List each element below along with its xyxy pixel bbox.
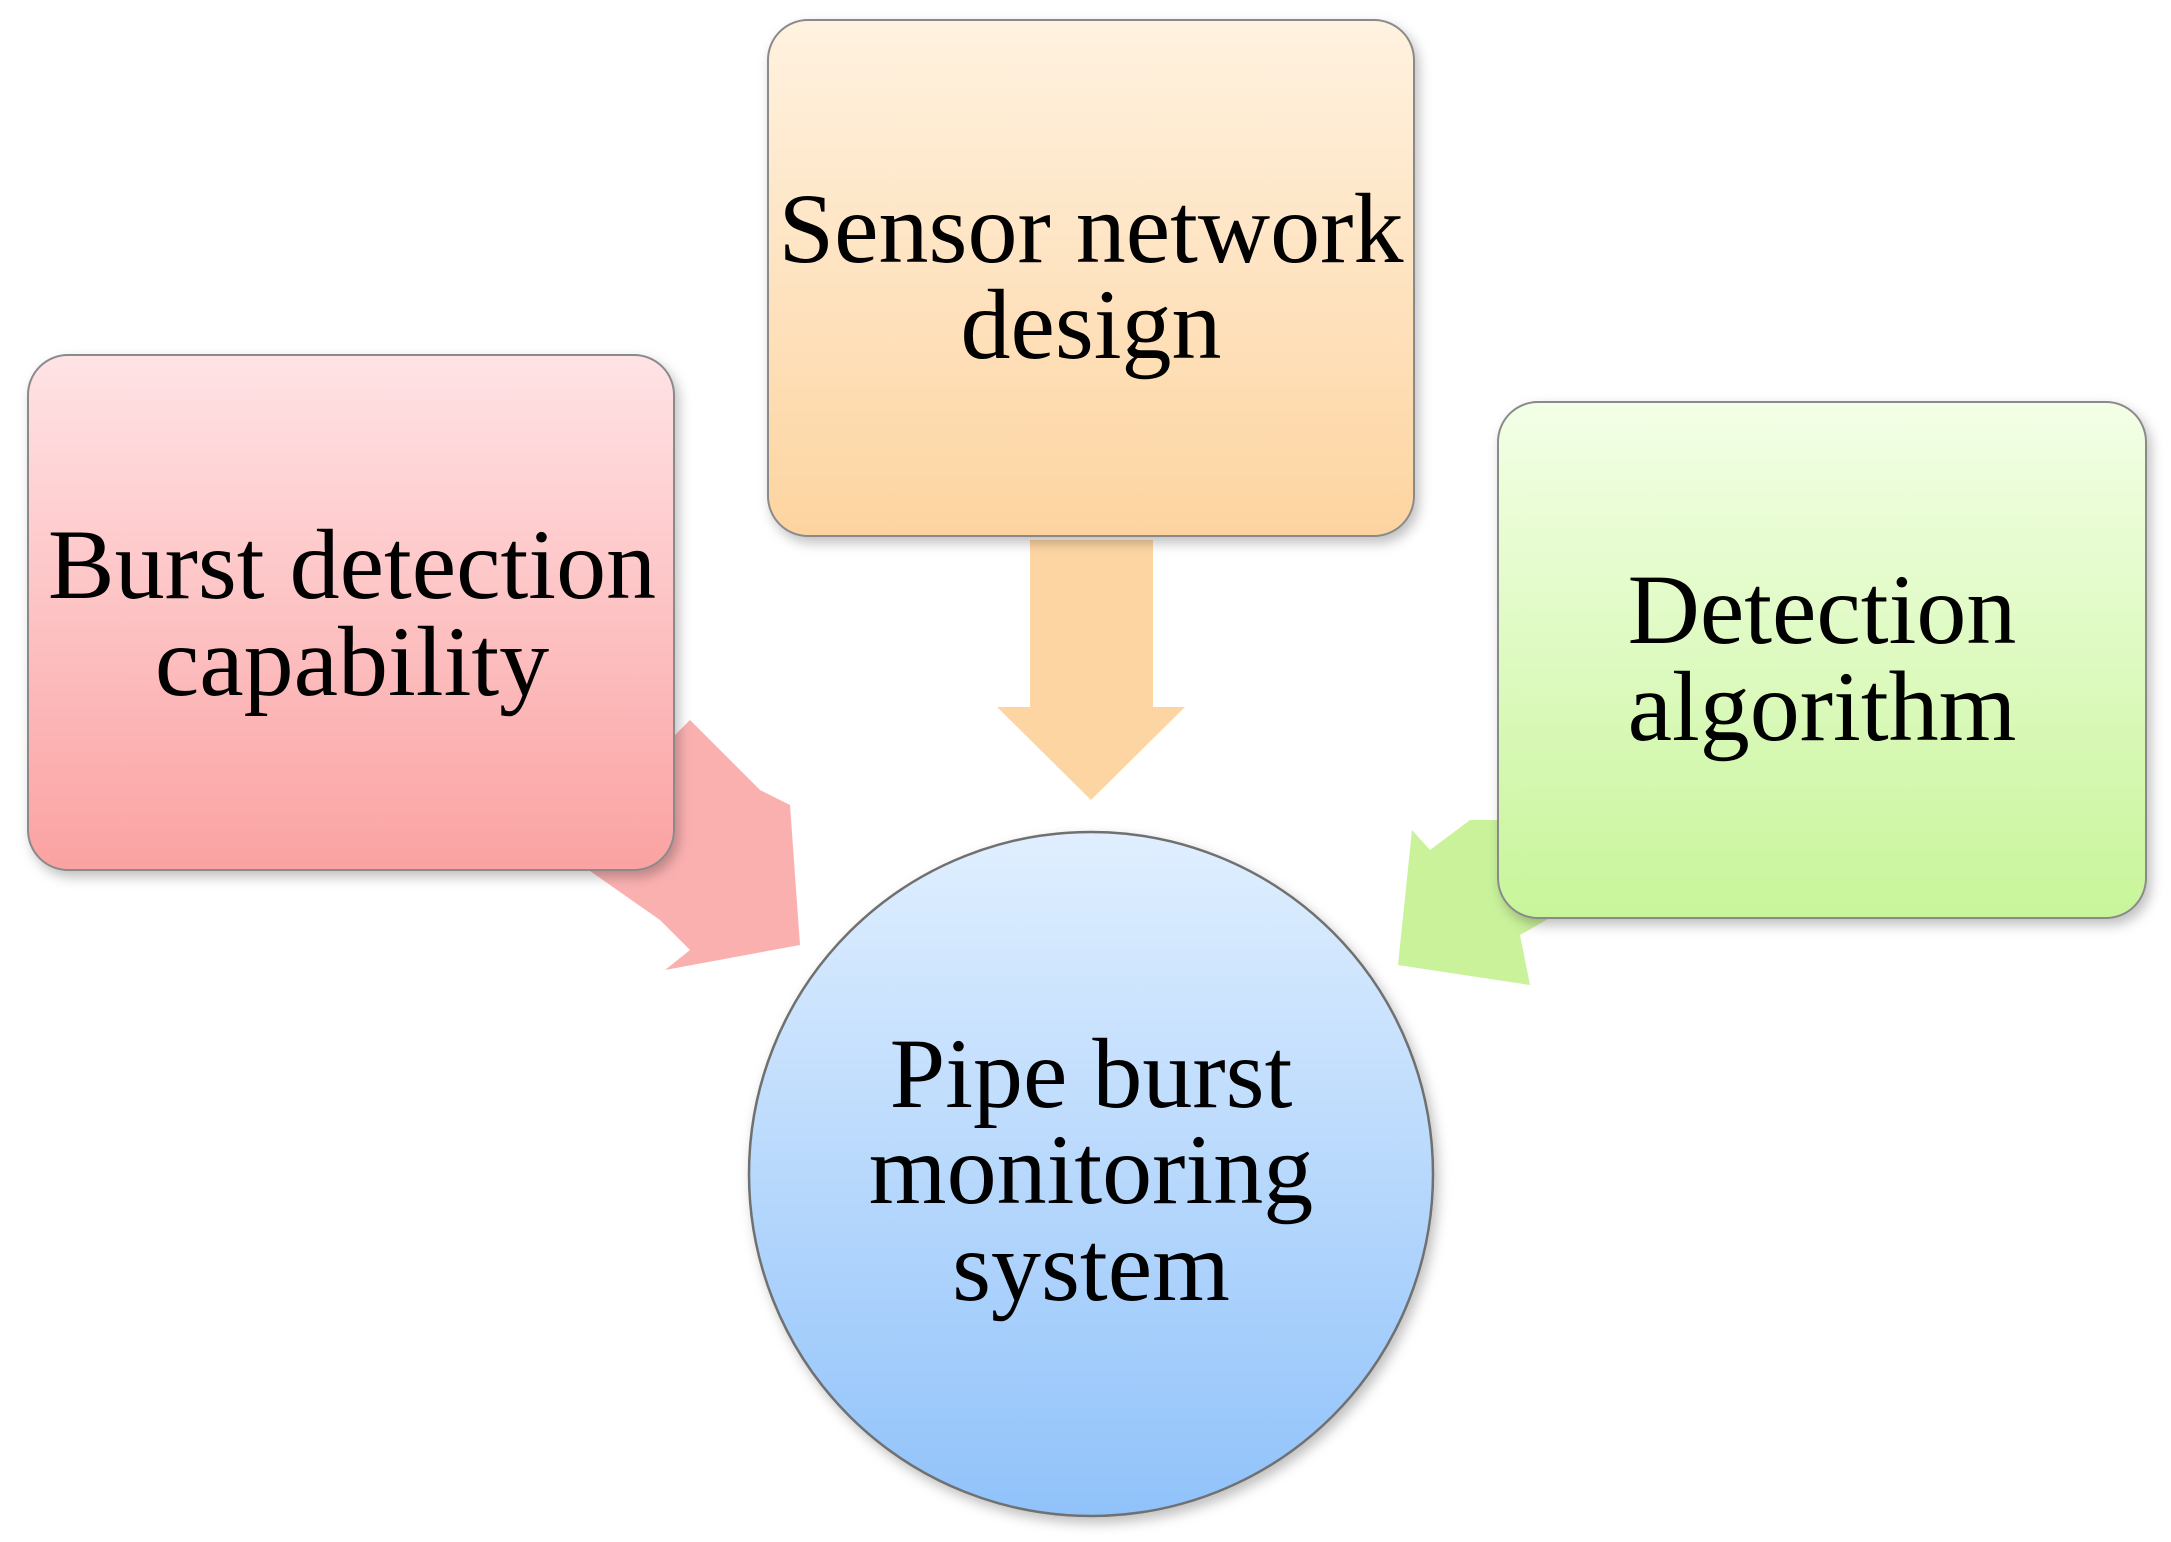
center-line-3: system: [952, 1211, 1230, 1322]
node-sensor-network-design-line-2: design: [960, 269, 1221, 380]
arrow-burst-to-center: [560, 720, 800, 970]
center-line-2: monitoring: [869, 1114, 1313, 1225]
node-burst-detection-capability: Burst detection capability: [27, 354, 675, 871]
arrow-sensor-to-center: [997, 540, 1185, 800]
node-detection-algorithm-line-2: algorithm: [1628, 651, 2017, 762]
node-burst-detection-capability-line-1: Burst detection: [48, 509, 656, 620]
node-detection-algorithm-line-1: Detection: [1628, 554, 2017, 665]
node-sensor-network-design: Sensor network design: [767, 19, 1415, 537]
node-sensor-network-design-line-1: Sensor network: [779, 173, 1404, 284]
center-line-1: Pipe burst: [890, 1018, 1293, 1129]
node-pipe-burst-monitoring-system: Pipe burst monitoring system: [747, 830, 1435, 1518]
node-burst-detection-capability-line-2: capability: [155, 606, 549, 717]
node-detection-algorithm: Detection algorithm: [1497, 401, 2147, 919]
